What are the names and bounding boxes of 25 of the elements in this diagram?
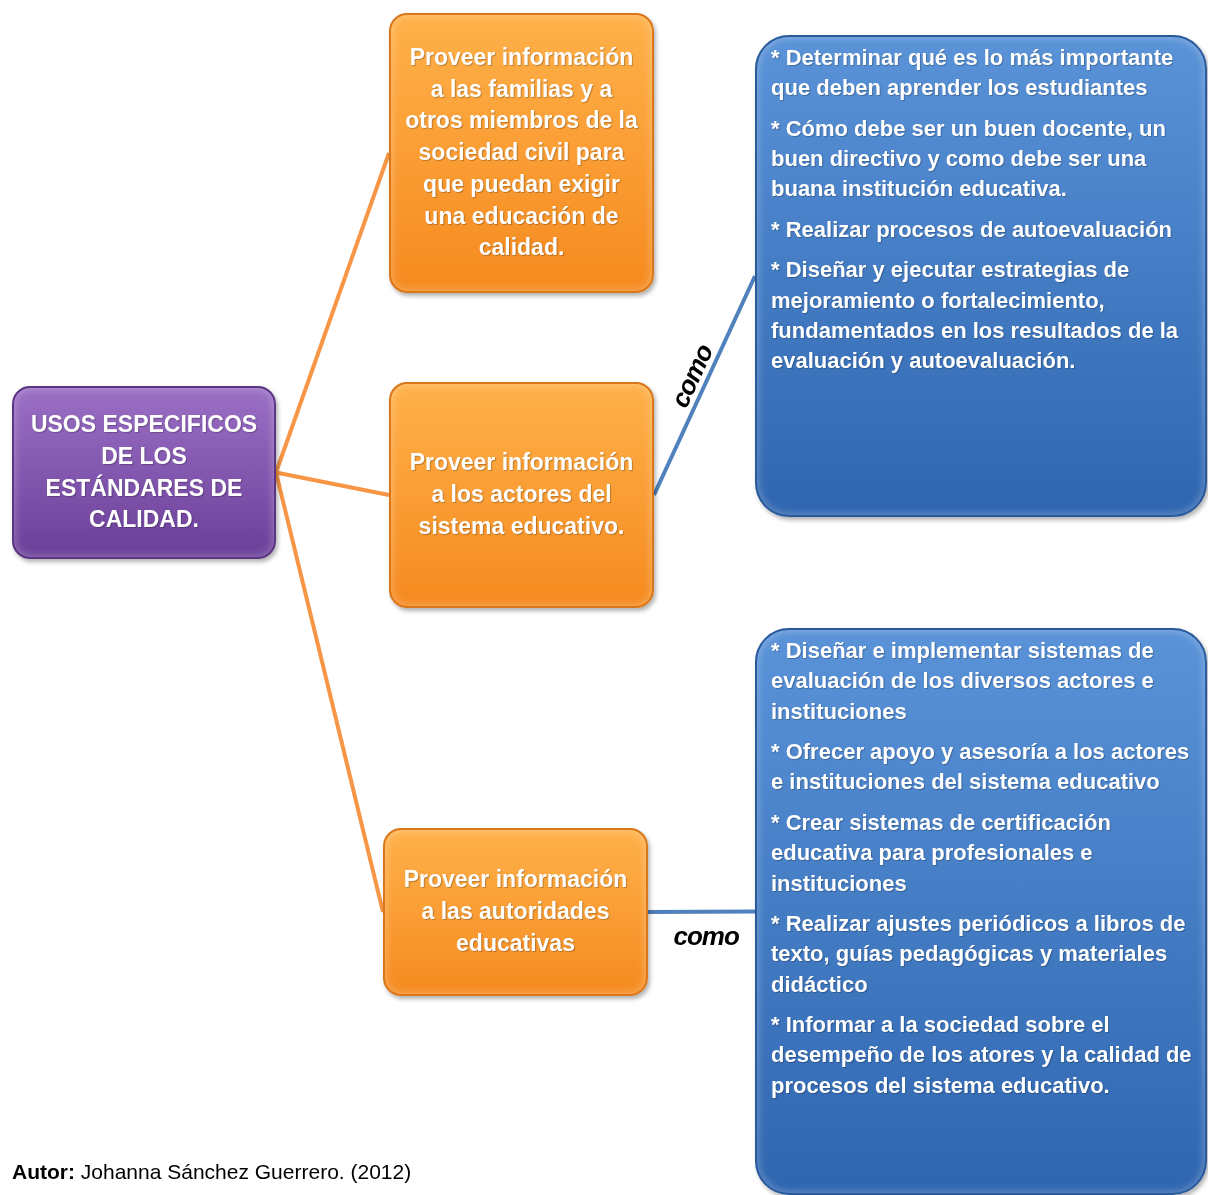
bullet-text: * Cómo debe ser un buen docente, un buen directivo y como debe ser una buana institución educativa.: [771, 114, 1167, 204]
bullet-text: * Diseñar e implementar sistemas de evaluación de los diversos actores e instituciones: [771, 637, 1155, 726]
concept-box: [755, 628, 1207, 1195]
bullet-text: * Diseñar y ejecutar estrategias de mejoramiento o fortalecimiento, fundamentados en los resultados de la evaluación y autoevaluación.: [771, 256, 1180, 376]
bullet-text: * Crear sistemas de certificación educativa para profesionales e instituciones: [771, 808, 1112, 898]
connector-line: [274, 472, 385, 913]
author-note: Autor: Johanna Sánchez Guerrero. (2012): [12, 1160, 412, 1184]
concept-box: [389, 382, 654, 608]
concept-box: [383, 828, 648, 996]
bullet-text: * Realizar ajustes periódicos a libros de texto, guías pedagógicas y materiales didáctico: [771, 909, 1187, 999]
connector-line: [648, 909, 755, 914]
bullet-text: * Realizar procesos de autoevaluación: [771, 215, 1174, 244]
box-text: Proveer información a los actores del sistema educativo.: [408, 448, 635, 541]
connector-line: [652, 275, 757, 496]
connector-line: [274, 152, 391, 474]
box-text: USOS ESPECIFICOS DE LOS ESTÁNDARES DE CALIDAD.: [29, 410, 259, 535]
concept-box: [389, 13, 654, 293]
connector-line: [275, 470, 390, 497]
bullet-text: * Ofrecer apoyo y asesoría a los actores e instituciones del sistema educativo: [771, 738, 1191, 797]
box-text: Proveer información a las autoridades educativas: [402, 865, 629, 958]
bullet-text: * Informar a la sociedad sobre el desempeño de los atores y la calidad de procesos del sistema educativo.: [771, 1010, 1193, 1100]
concept-box: [755, 35, 1207, 517]
box-text: Proveer información a las familias y a otros miembros de la sociedad civil para que puedan exigir una educación de calidad.: [404, 42, 639, 263]
bullet-text: * Determinar qué es lo más importante que deben aprender los estudiantes: [771, 44, 1175, 103]
concept-box: [12, 386, 276, 559]
